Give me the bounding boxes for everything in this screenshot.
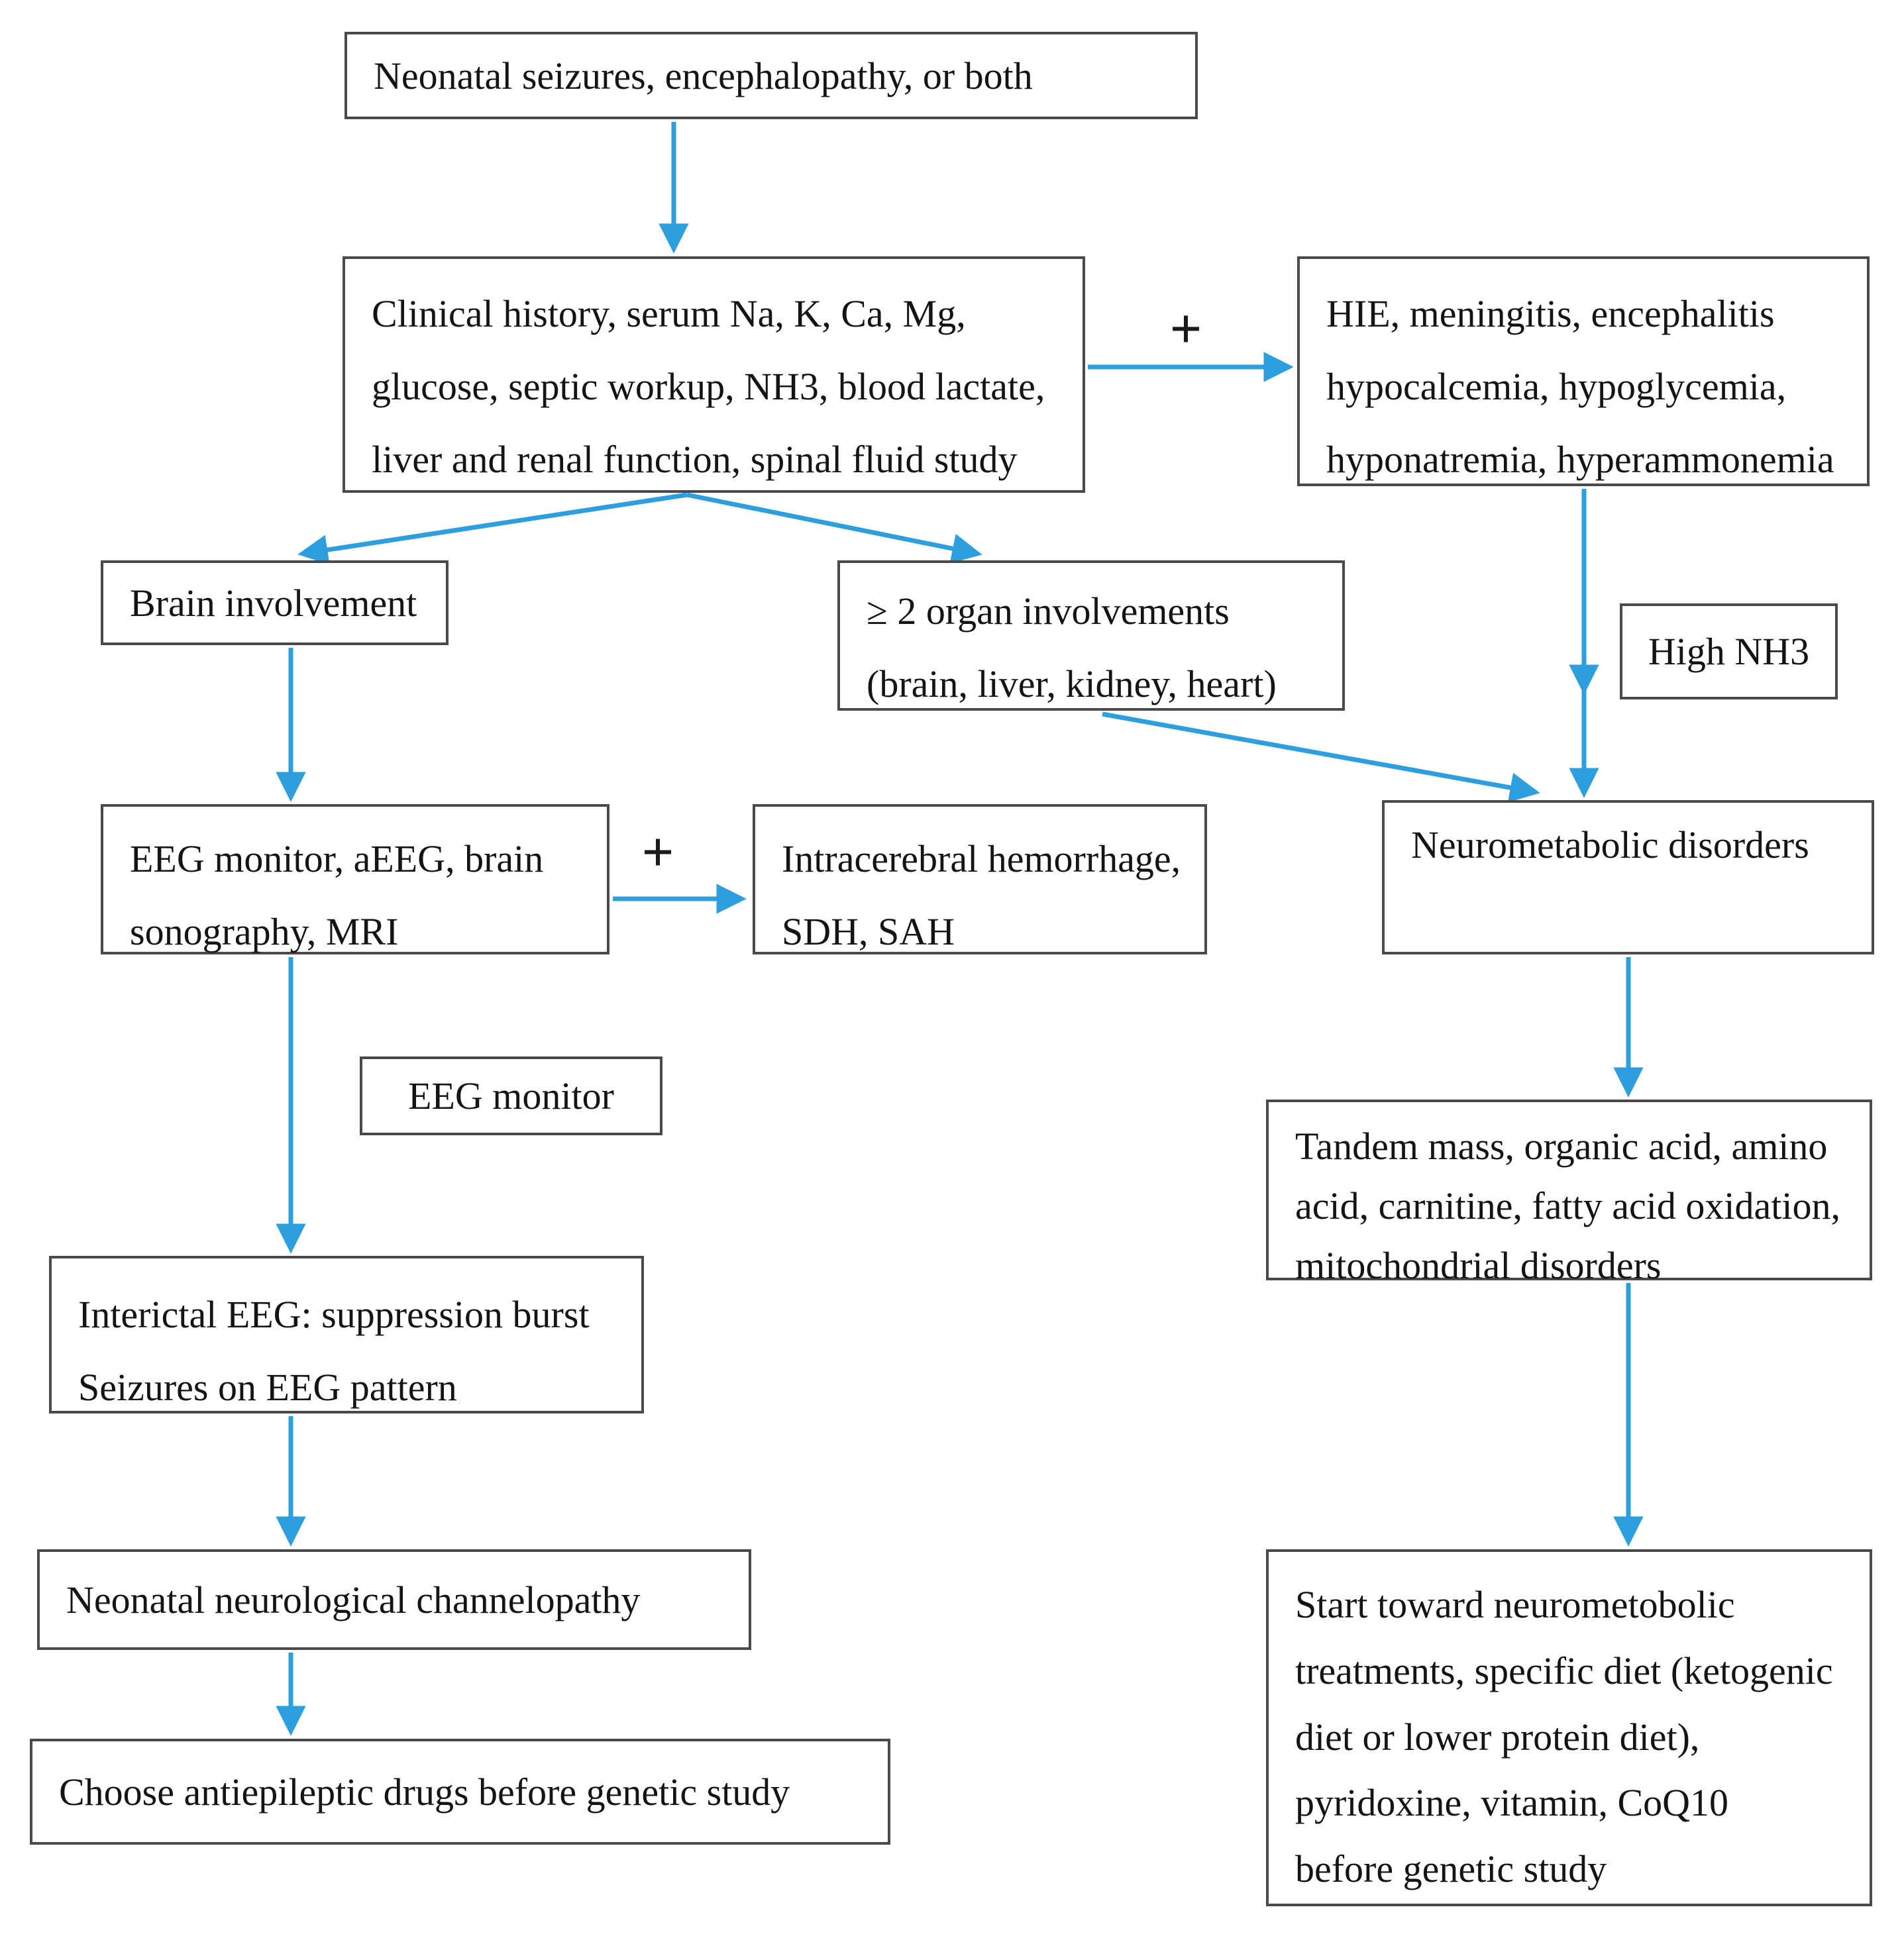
node-text: Seizures on EEG pattern <box>78 1366 457 1410</box>
node-text: Start toward neurometobolic <box>1295 1583 1735 1626</box>
node-text: EEG monitor <box>408 1074 614 1117</box>
node-neonatal-seizures: Neonatal seizures, encephalopathy, or bo… <box>344 32 1198 119</box>
edge-workup-to-organ <box>686 492 982 564</box>
node-text: mitochondrial disorders <box>1295 1243 1662 1287</box>
plus-sign-top: + <box>1169 297 1202 360</box>
node-text: SDH, SAH <box>782 910 955 954</box>
node-text: EEG monitor, aEEG, brain <box>130 837 544 880</box>
node-neurometabolic-treatment: Start toward neurometobolic treatments, … <box>1266 1549 1872 1906</box>
node-text: treatments, specific diet (ketogenic <box>1295 1649 1833 1692</box>
node-text: acid, carnitine, fatty acid oxidation, <box>1295 1184 1840 1227</box>
node-organ-involvements: ≥ 2 organ involvements (brain, liver, ki… <box>837 560 1345 711</box>
node-text: High NH3 <box>1648 630 1810 673</box>
node-clinical-workup: Clinical history, serum Na, K, Ca, Mg, g… <box>343 256 1085 493</box>
node-text: ≥ 2 organ involvements <box>867 590 1230 633</box>
node-text: hypocalcemia, hypoglycemia, <box>1326 365 1787 409</box>
node-text: HIE, meningitis, encephalitis <box>1326 292 1775 335</box>
node-text: hyponatremia, hyperammonemia <box>1326 438 1834 482</box>
node-text: Choose antiepileptic drugs before geneti… <box>59 1770 790 1814</box>
node-text: (brain, liver, kidney, heart) <box>867 662 1277 706</box>
node-text: Neonatal seizures, encephalopathy, or bo… <box>374 54 1033 97</box>
edge-workup-to-brain <box>297 492 688 565</box>
node-text: before genetic study <box>1295 1847 1607 1890</box>
node-intracerebral-hemorrhage: Intracerebral hemorrhage, SDH, SAH <box>753 804 1207 954</box>
node-interictal-eeg: Interictal EEG: suppression burst Seizur… <box>49 1256 644 1413</box>
node-high-nh3: High NH3 <box>1620 603 1838 699</box>
node-eeg-monitor-label: EEG monitor <box>360 1056 662 1135</box>
node-brain-involvement: Brain involvement <box>101 560 449 645</box>
node-text: Neonatal neurological channelopathy <box>66 1578 641 1621</box>
node-text: Brain involvement <box>130 581 417 625</box>
node-text: Clinical history, serum Na, K, Ca, Mg, <box>372 292 966 335</box>
node-text: Neurometabolic disorders <box>1411 823 1809 866</box>
node-text: liver and renal function, spinal fluid s… <box>372 438 1018 482</box>
node-text: glucose, septic workup, NH3, blood lacta… <box>372 365 1045 409</box>
node-text: Interictal EEG: suppression burst <box>78 1293 590 1336</box>
plus-sign-mid: + <box>641 820 674 884</box>
node-text: pyridoxine, vitamin, CoQ10 <box>1295 1781 1729 1825</box>
node-differential-diagnosis: HIE, meningitis, encephalitis hypocalcem… <box>1297 256 1870 486</box>
node-choose-antiepileptic: Choose antiepileptic drugs before geneti… <box>30 1739 890 1845</box>
node-text: diet or lower protein diet), <box>1295 1715 1700 1759</box>
node-text: sonography, MRI <box>130 910 399 954</box>
node-neonatal-channelopathy: Neonatal neurological channelopathy <box>37 1549 751 1650</box>
node-text: Tandem mass, organic acid, amino <box>1295 1125 1828 1168</box>
node-eeg-workup: EEG monitor, aEEG, brain sonography, MRI <box>101 804 609 954</box>
edge-organ-to-neurometabolic <box>1102 711 1540 803</box>
node-neurometabolic-disorders: Neurometabolic disorders <box>1382 800 1874 954</box>
node-metabolic-tests: Tandem mass, organic acid, amino acid, c… <box>1266 1100 1872 1287</box>
node-text: Intracerebral hemorrhage, <box>782 837 1181 880</box>
